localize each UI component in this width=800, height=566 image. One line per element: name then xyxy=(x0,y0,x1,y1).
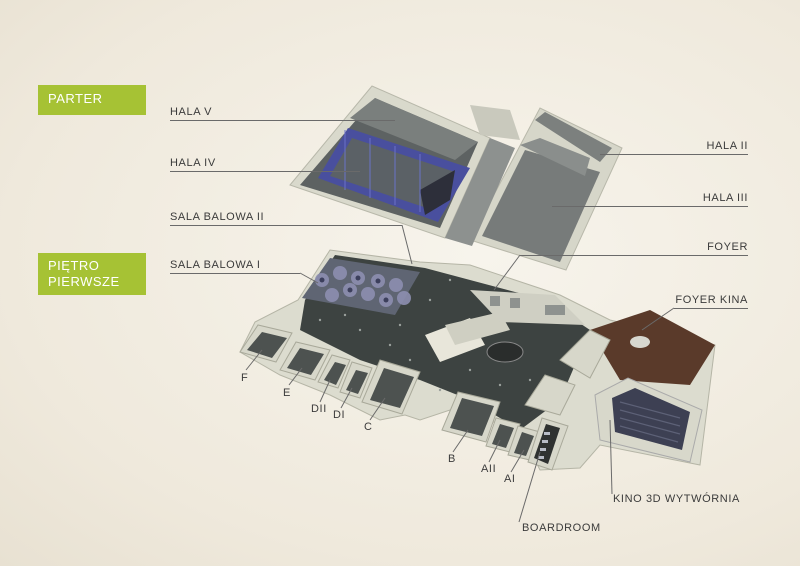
label-hala-ii: HALA II xyxy=(706,140,748,152)
label-hala-v: HALA V xyxy=(170,106,213,118)
label-boardroom: BOARDROOM xyxy=(522,522,601,534)
floor-badge-parter-text: PARTER xyxy=(48,91,103,106)
label-room-c: C xyxy=(364,421,373,433)
label-room-b: B xyxy=(448,453,456,465)
leader-sala-balowa-ii xyxy=(170,225,402,226)
label-room-aii: AII xyxy=(481,463,497,475)
label-hala-iv: HALA IV xyxy=(170,157,216,169)
leader-sala-balowa-i xyxy=(170,273,300,274)
foyer-kina-floor xyxy=(590,310,715,385)
label-room-ai: AI xyxy=(504,473,516,485)
meeting-rooms-bottom xyxy=(441,391,569,471)
leader-hala-iii xyxy=(552,206,748,207)
leader-foyer-kina xyxy=(674,308,748,309)
label-room-di: DI xyxy=(333,409,346,421)
leader-hala-ii xyxy=(600,154,748,155)
label-hala-iii: HALA III xyxy=(702,192,748,204)
floor-badge-pietro-line2: PIERWSZE xyxy=(48,274,120,289)
floor-badge-pietro-pierwsze: PIĘTRO PIERWSZE xyxy=(38,253,146,295)
floor-badge-pietro-line1: PIĘTRO xyxy=(48,258,100,273)
label-kino-3d-wytwornia: KINO 3D WYTWÓRNIA xyxy=(613,493,740,505)
meeting-rooms-left xyxy=(239,324,421,415)
label-sala-balowa-ii: SALA BALOWA II xyxy=(170,211,265,223)
label-room-f: F xyxy=(241,372,249,384)
leader-hala-iv xyxy=(170,171,360,172)
hala-ii-room xyxy=(535,112,612,162)
hala-v-room xyxy=(350,98,478,160)
label-foyer: FOYER xyxy=(707,241,748,253)
label-room-e: E xyxy=(283,387,291,399)
label-sala-balowa-i: SALA BALOWA I xyxy=(170,259,261,271)
label-foyer-kina: FOYER KINA xyxy=(675,294,748,306)
leader-foyer xyxy=(520,255,748,256)
hala-iii-room xyxy=(482,150,600,262)
floor-badge-parter: PARTER xyxy=(38,85,146,115)
label-room-dii: DII xyxy=(311,403,327,415)
leader-hala-v xyxy=(170,120,395,121)
